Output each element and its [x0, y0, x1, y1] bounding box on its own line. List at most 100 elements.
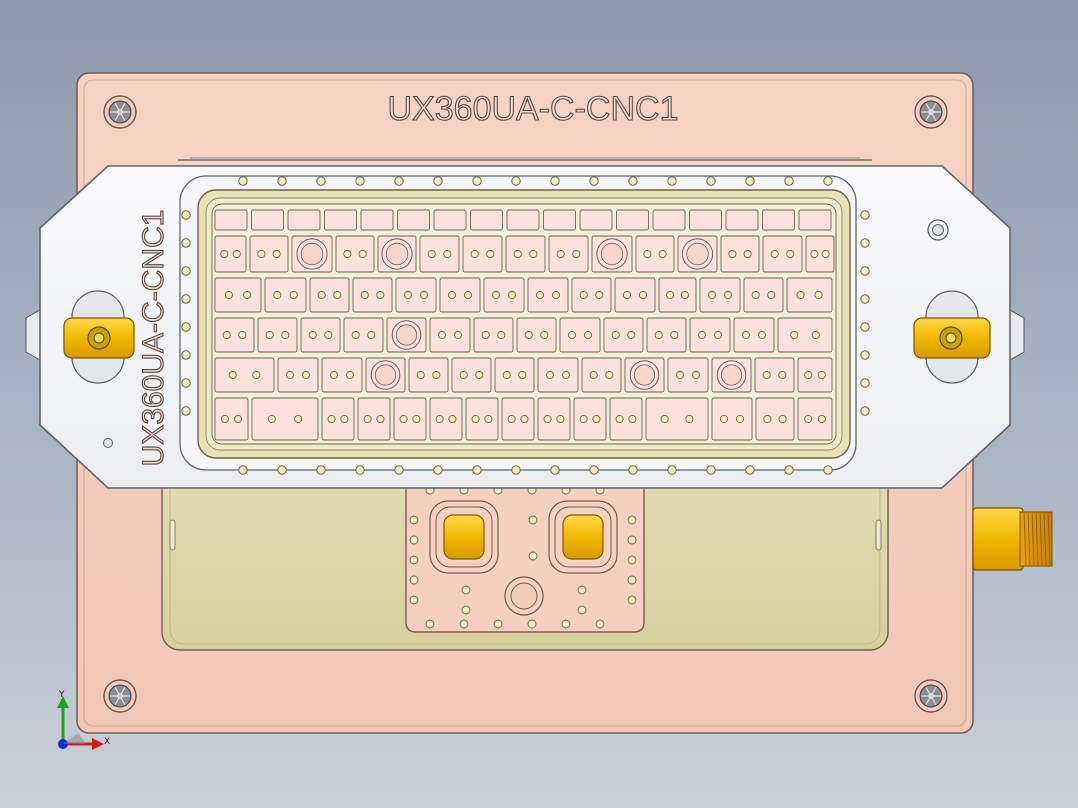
keycap — [214, 277, 262, 313]
vent-hole — [550, 465, 560, 475]
x-axis-arrow-icon — [92, 738, 104, 750]
keycap — [658, 277, 697, 313]
plate-engraved-label: UX360UA-C-CNC1 — [388, 90, 679, 128]
vent-hole — [511, 176, 521, 186]
keycap — [762, 235, 803, 273]
fn-keycap — [506, 209, 540, 231]
keycap — [494, 357, 535, 393]
vent-hole — [706, 176, 716, 186]
vent-hole — [784, 465, 794, 475]
keycap — [667, 357, 709, 393]
keycap — [689, 317, 731, 353]
keycap — [711, 397, 753, 441]
keycap — [573, 397, 607, 441]
vent-hole — [277, 176, 287, 186]
keycap — [537, 357, 579, 393]
vent-hole — [433, 176, 443, 186]
suction-cup-right[interactable] — [548, 500, 618, 574]
keycap — [571, 277, 612, 313]
keycap — [214, 317, 255, 353]
center-rib[interactable] — [405, 469, 645, 633]
screw-icon — [914, 679, 948, 713]
keycap — [300, 317, 341, 353]
keycap — [257, 317, 298, 353]
fn-keycap — [543, 209, 576, 231]
keycap — [352, 277, 393, 313]
keycap — [249, 235, 289, 273]
fn-keycap — [433, 209, 467, 231]
vent-hole — [860, 322, 870, 332]
fn-keycap — [652, 209, 686, 231]
vent-hole — [860, 266, 870, 276]
keycap — [214, 397, 249, 441]
suction-cup-left[interactable] — [429, 500, 499, 574]
vent-hole — [860, 294, 870, 304]
vent-hole — [316, 465, 326, 475]
fn-keycap — [214, 209, 248, 231]
screw-icon — [914, 95, 948, 129]
keycap — [559, 317, 601, 353]
fn-keycap — [397, 209, 430, 231]
vent-hole — [355, 176, 365, 186]
vent-hole — [355, 465, 365, 475]
vent-hole — [181, 266, 191, 276]
fn-keycap — [251, 209, 284, 231]
keycap — [386, 317, 427, 353]
vent-hole — [860, 406, 870, 416]
screw-icon — [103, 679, 137, 713]
vent-hole — [667, 176, 677, 186]
vent-hole — [181, 210, 191, 220]
vent-hole — [860, 238, 870, 248]
keycap — [357, 397, 391, 441]
vent-hole — [181, 322, 191, 332]
keycap — [365, 357, 406, 393]
screw-icon — [103, 95, 137, 129]
vent-hole — [181, 238, 191, 248]
rib-center-bore — [504, 576, 544, 616]
vent-hole — [860, 350, 870, 360]
clamp-left[interactable] — [63, 290, 135, 384]
keycap — [462, 235, 503, 273]
vent-hole — [667, 465, 677, 475]
vent-hole — [181, 350, 191, 360]
vent-hole — [394, 176, 404, 186]
keycap — [609, 397, 643, 441]
keycap — [393, 397, 427, 441]
keycap — [465, 397, 499, 441]
keycap — [635, 235, 675, 273]
fn-keycap — [689, 209, 722, 231]
keycap — [429, 397, 463, 441]
keycap — [277, 357, 319, 393]
vent-hole — [316, 176, 326, 186]
vent-hole — [628, 176, 638, 186]
vent-hole — [589, 176, 599, 186]
clamp-right[interactable] — [913, 290, 991, 384]
vent-hole — [860, 378, 870, 388]
keycap — [548, 235, 589, 273]
air-fitting[interactable] — [972, 507, 1053, 571]
keycap — [777, 317, 833, 353]
keycap — [699, 277, 741, 313]
axis-triad: Y X — [57, 690, 110, 750]
keycap — [505, 235, 546, 273]
vent-hole — [511, 465, 521, 475]
vent-hole — [706, 465, 716, 475]
keycap — [377, 235, 417, 273]
vent-hole — [181, 294, 191, 304]
keycap — [483, 277, 525, 313]
x-axis-label: X — [104, 737, 110, 747]
keycap — [581, 357, 622, 393]
keycap — [429, 317, 471, 353]
keycap — [501, 397, 535, 441]
keycap — [677, 235, 718, 273]
keycap — [755, 397, 795, 441]
keycap — [451, 357, 492, 393]
vent-hole — [277, 465, 287, 475]
keycap — [797, 397, 833, 441]
keycap — [624, 357, 665, 393]
vent-hole — [784, 176, 794, 186]
keycap — [646, 317, 687, 353]
fn-keycap — [324, 209, 357, 231]
vent-hole — [238, 176, 248, 186]
